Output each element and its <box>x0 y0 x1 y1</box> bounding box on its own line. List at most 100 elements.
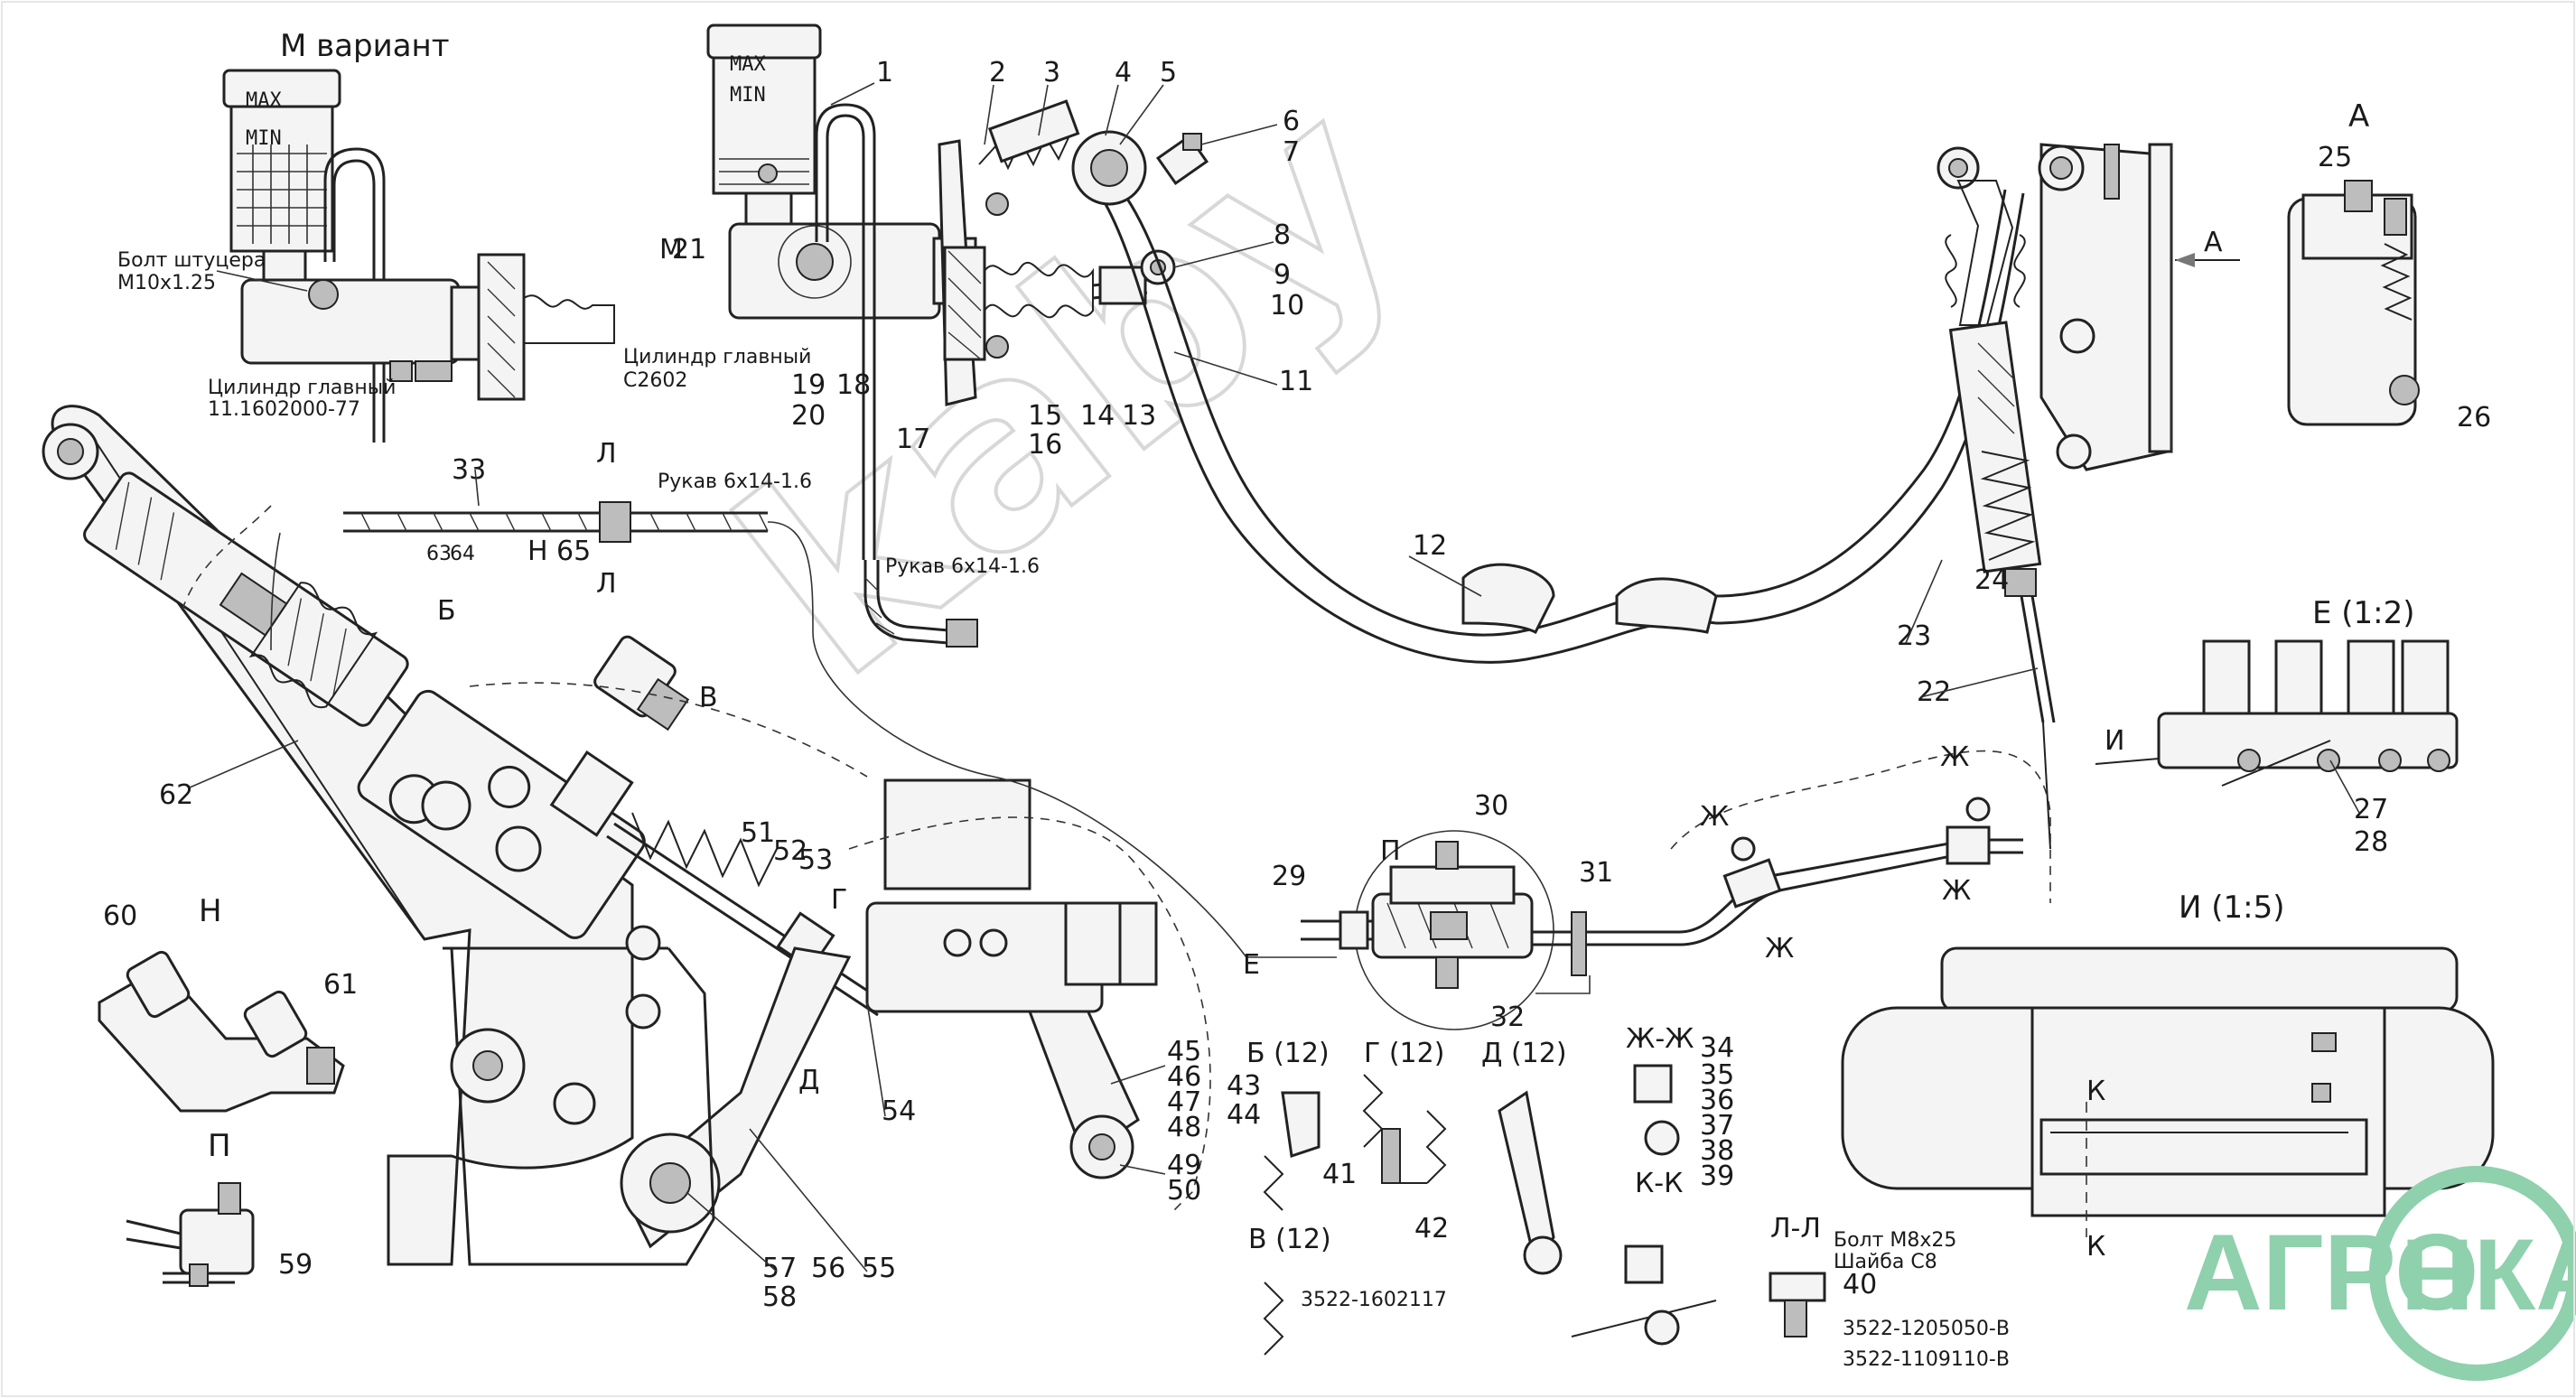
callout-30: 30 <box>1474 790 1508 822</box>
washer-c8-label: Шайба С8 <box>1834 1251 1937 1273</box>
callout-12: 12 <box>1413 530 1447 562</box>
hose-mid: Рукав 6х14-1.6 <box>863 555 1040 648</box>
callout-40: 40 <box>1843 1269 1877 1300</box>
callout-34: 34 <box>1700 1032 1734 1064</box>
hose-mid-label: Рукав 6х14-1.6 <box>885 555 1040 578</box>
callout-35: 35 <box>1700 1059 1734 1091</box>
master-cylinder-c2602: MAX MIN М Цилиндр главный С2602 <box>623 23 1209 560</box>
section-P: П <box>1380 835 1401 867</box>
callout-11: 11 <box>1279 366 1313 397</box>
callout-44: 44 <box>1227 1099 1261 1131</box>
callout-6: 6 <box>1283 106 1300 137</box>
bolt-m8-label: Болт М8х25 <box>1834 1229 1956 1252</box>
callout-62: 62 <box>159 779 193 811</box>
callout-64: 64 <box>450 543 475 565</box>
m-main-cyl-label-1: Цилиндр главный <box>208 377 396 399</box>
max-label: MAX <box>730 53 766 76</box>
callout-48: 48 <box>1167 1112 1201 1143</box>
callout-14: 14 <box>1080 400 1115 432</box>
callout-45: 45 <box>1167 1036 1201 1067</box>
view-A-title: А <box>2348 98 2369 135</box>
part-1109110: 3522-1109110-В <box>1843 1348 2010 1371</box>
callout-19: 19 <box>791 369 826 401</box>
callout-10: 10 <box>1270 290 1304 322</box>
callout-25: 25 <box>2318 142 2352 173</box>
pipeline-valve-P <box>1301 722 2051 1030</box>
view-LL-title: Л-Л <box>1770 1213 1821 1244</box>
detail-views: Б (12) Г (12) Д (12) В (12) 3522-1602117… <box>1246 1023 2010 1371</box>
callout-4: 4 <box>1115 57 1132 89</box>
cyl-c2602-label-2: С2602 <box>623 369 687 392</box>
callout-16: 16 <box>1028 429 1062 461</box>
callout-5: 5 <box>1160 57 1177 89</box>
callout-18: 18 <box>836 369 871 401</box>
callout-29: 29 <box>1272 861 1306 892</box>
view-E-title: Е (1:2) <box>2312 595 2415 631</box>
callout-21: 21 <box>672 234 706 266</box>
section-E: Е <box>1243 949 1260 981</box>
m-min-label: MIN <box>246 127 282 150</box>
section-Zh-4: Ж <box>1765 933 1794 965</box>
callout-36: 36 <box>1700 1085 1734 1116</box>
callout-54: 54 <box>882 1095 916 1127</box>
callout-61: 61 <box>323 969 358 1001</box>
callout-3: 3 <box>1043 57 1060 89</box>
callout-65: 65 <box>556 536 591 567</box>
part-1205050: 3522-1205050-В <box>1843 1318 2010 1340</box>
hose-top-label: Рукав 6х14-1.6 <box>658 471 812 493</box>
view-A: А <box>2287 98 2420 426</box>
section-B: Б <box>437 595 456 627</box>
view-N-title: Н <box>199 893 222 929</box>
callout-53: 53 <box>798 844 833 876</box>
view-B12-title: Б (12) <box>1246 1038 1330 1069</box>
callout-32: 32 <box>1490 1002 1525 1033</box>
callout-56: 56 <box>811 1253 845 1284</box>
callout-1: 1 <box>876 57 893 89</box>
m-bolt-fitting-label-2: М10х1.25 <box>117 272 216 294</box>
callout-39: 39 <box>1700 1160 1734 1192</box>
view-A-marker: А <box>2204 227 2223 258</box>
callout-55: 55 <box>862 1253 896 1284</box>
view-G12-title: Г (12) <box>1364 1038 1444 1069</box>
m-main-cyl-label-2: 11.1602000-77 <box>208 398 360 421</box>
callout-28: 28 <box>2354 826 2388 858</box>
m-max-label: MAX <box>246 89 282 112</box>
view-I-title: И (1:5) <box>2179 890 2285 926</box>
part-1602117: 3522-1602117 <box>1301 1289 1447 1311</box>
clutch-release-assembly <box>42 405 1211 1266</box>
callout-9: 9 <box>1274 259 1291 291</box>
view-KK-title: К-К <box>1635 1168 1683 1199</box>
view-I: И (1:5) К К <box>1841 890 2495 1263</box>
callout-59: 59 <box>278 1249 313 1281</box>
callout-26: 26 <box>2457 402 2491 433</box>
view-E: Е (1:2) И <box>2095 595 2459 787</box>
m-variant-title: М вариант <box>280 28 450 64</box>
callout-31: 31 <box>1579 857 1613 889</box>
callout-50: 50 <box>1167 1175 1201 1207</box>
view-P-title: П <box>208 1128 231 1164</box>
view-I-K-bottom: К <box>2086 1231 2105 1263</box>
view-I-K-top: К <box>2086 1076 2105 1107</box>
callout-2: 2 <box>989 57 1006 89</box>
pedal-assembly: А <box>1937 143 2240 723</box>
callout-13: 13 <box>1122 400 1156 432</box>
agro-nka-logo: АГРО НКА <box>2184 1166 2576 1381</box>
callout-7: 7 <box>1283 136 1300 168</box>
callout-33: 33 <box>452 454 486 486</box>
view-D12-title: Д (12) <box>1481 1038 1567 1069</box>
min-label: MIN <box>730 84 766 107</box>
callout-51: 51 <box>741 817 775 849</box>
clutch-pedal-arm <box>1104 189 2025 664</box>
callout-17: 17 <box>896 424 930 455</box>
m-bolt-fitting-label-1: Болт штуцера <box>117 249 266 272</box>
hose-top: Рукав 6х14-1.6 <box>270 471 1337 958</box>
callout-49: 49 <box>1167 1150 1201 1181</box>
m-variant-master-cylinder: М вариант MAX MIN Болт штуцера М10х1.25 … <box>117 28 615 443</box>
section-L-2: Л <box>596 568 617 600</box>
section-D: Д <box>798 1065 819 1096</box>
brand-left: АГРО <box>2184 1212 2478 1333</box>
section-L-1: Л <box>596 438 617 470</box>
callout-27: 27 <box>2354 794 2388 825</box>
